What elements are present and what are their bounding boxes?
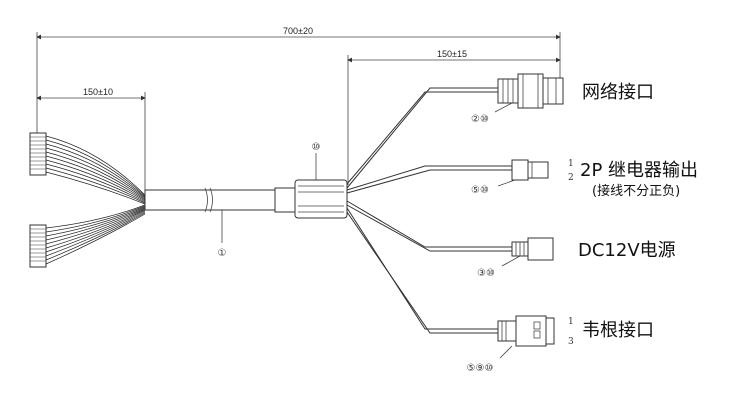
- overall-dimension: 700±20: [36, 26, 561, 140]
- left-terminal-bottom: [29, 224, 47, 268]
- left-branch-dimension: 150±10: [36, 87, 146, 190]
- network-callout: ②⑩: [471, 114, 489, 125]
- main-cable: ①: [144, 187, 276, 259]
- power-callout: ③⑩: [477, 268, 495, 279]
- wiegand-label: 韦根接口: [582, 320, 654, 341]
- wiegand-pin-top: 1: [568, 317, 574, 327]
- overall-dimension-label: 700±20: [283, 26, 313, 36]
- right-branch-wires: [346, 87, 515, 334]
- relay-label: 2P 继电器输出: [580, 160, 698, 181]
- relay-pin-bottom: 2: [568, 173, 574, 183]
- relay-sublabel: (接线不分正负): [592, 183, 680, 199]
- power-connector: ③⑩ DC12V电源: [477, 237, 676, 279]
- sleeve-callout: ⑩: [312, 142, 321, 153]
- network-label: 网络接口: [582, 82, 654, 103]
- cable-callout: ①: [218, 248, 227, 259]
- network-connector: ②⑩ 网络接口: [471, 73, 654, 125]
- right-branch-dimension: 150±15: [347, 49, 561, 185]
- wiegand-callout: ⑤⑨⑩: [467, 363, 494, 374]
- power-label: DC12V电源: [578, 240, 676, 261]
- wiegand-connector: 1 3 ⑤⑨⑩ 韦根接口: [467, 315, 654, 374]
- relay-callout: ⑤⑩: [471, 185, 489, 196]
- left-branch-dimension-label: 150±10: [83, 87, 113, 97]
- relay-pin-top: 1: [568, 159, 574, 169]
- left-wire-fan: [45, 135, 146, 265]
- left-terminal-top: [29, 132, 47, 176]
- cable-sleeve: ⑩: [274, 142, 348, 219]
- relay-connector: 1 2 ⑤⑩ 2P 继电器输出 (接线不分正负): [471, 159, 698, 199]
- wiegand-pin-bottom: 3: [568, 337, 574, 347]
- right-branch-dimension-label: 150±15: [437, 49, 467, 59]
